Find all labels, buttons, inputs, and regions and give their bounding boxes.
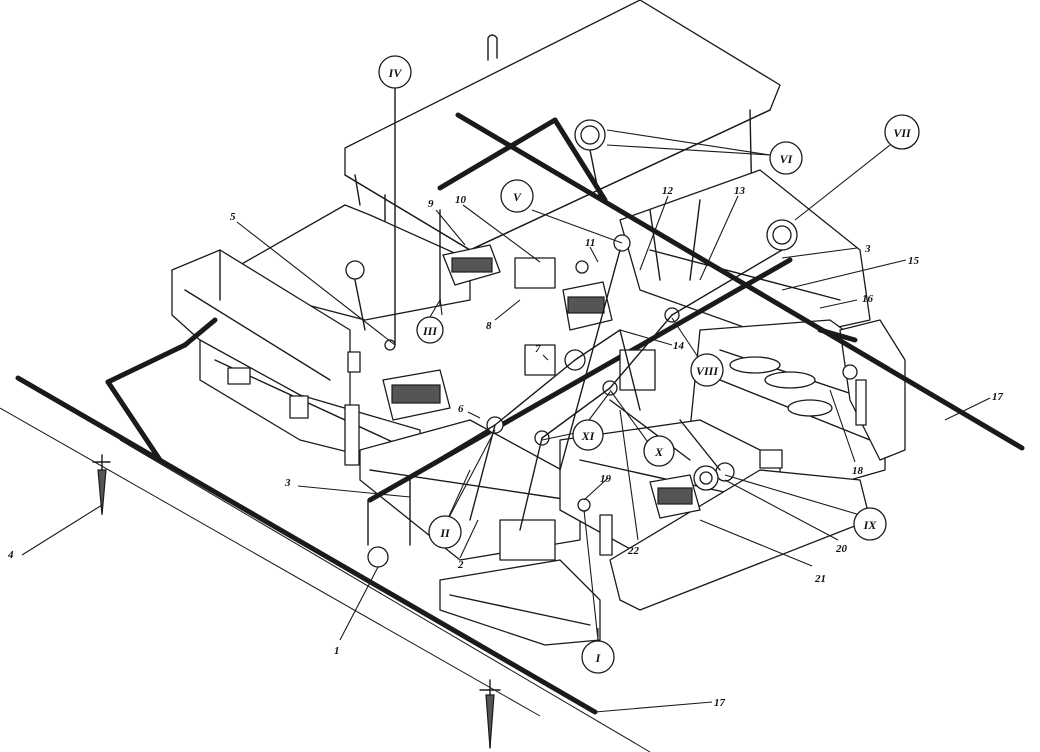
callout-II: II bbox=[439, 526, 451, 540]
callout-V: V bbox=[513, 190, 522, 204]
callout-VI: VI bbox=[780, 152, 794, 166]
rails bbox=[15, 112, 1025, 715]
callout-IX: IX bbox=[863, 518, 878, 532]
callout-IV: IV bbox=[388, 66, 403, 80]
label-15: 15 bbox=[908, 255, 920, 267]
control-boxes bbox=[382, 244, 701, 519]
label-7: 7 bbox=[535, 343, 541, 355]
label-4: 4 bbox=[7, 549, 14, 561]
label-20: 20 bbox=[835, 543, 848, 555]
roman-labels: I II III IV V VI VII VIII IX X XI bbox=[378, 55, 920, 674]
number-labels: 1 2 3 3 4 5 6 7 8 9 10 11 12 13 14 15 16… bbox=[7, 185, 1004, 709]
wiring bbox=[354, 87, 783, 531]
label-19: 19 bbox=[600, 473, 612, 485]
label-12: 12 bbox=[662, 185, 674, 197]
ground-stakes bbox=[92, 454, 501, 749]
label-10: 10 bbox=[455, 194, 467, 206]
label-22: 22 bbox=[627, 545, 640, 557]
chassis bbox=[171, 169, 906, 646]
callout-VIII: VIII bbox=[696, 364, 719, 378]
label-9: 9 bbox=[428, 198, 434, 210]
callout-I: I bbox=[595, 651, 602, 665]
label-3-right: 3 bbox=[864, 243, 871, 255]
label-17-right: 17 bbox=[992, 391, 1004, 403]
ground-lines bbox=[0, 407, 651, 752]
label-21: 21 bbox=[814, 573, 826, 585]
label-11: 11 bbox=[585, 237, 595, 249]
callout-XI: XI bbox=[581, 429, 596, 443]
callout-VII: VII bbox=[893, 126, 912, 140]
label-6: 6 bbox=[458, 403, 464, 415]
label-13: 13 bbox=[734, 185, 746, 197]
hopper-top bbox=[344, 0, 781, 261]
label-16: 16 bbox=[862, 293, 874, 305]
callout-X: X bbox=[654, 445, 664, 459]
label-1: 1 bbox=[334, 645, 340, 657]
label-3-left: 3 bbox=[284, 477, 291, 489]
label-17-bottom: 17 bbox=[714, 697, 726, 709]
label-8: 8 bbox=[486, 320, 492, 332]
label-5: 5 bbox=[230, 211, 236, 223]
label-18: 18 bbox=[852, 465, 864, 477]
leaders bbox=[21, 129, 991, 713]
label-2: 2 bbox=[457, 559, 464, 571]
callout-III: III bbox=[422, 324, 438, 338]
label-14: 14 bbox=[673, 340, 685, 352]
